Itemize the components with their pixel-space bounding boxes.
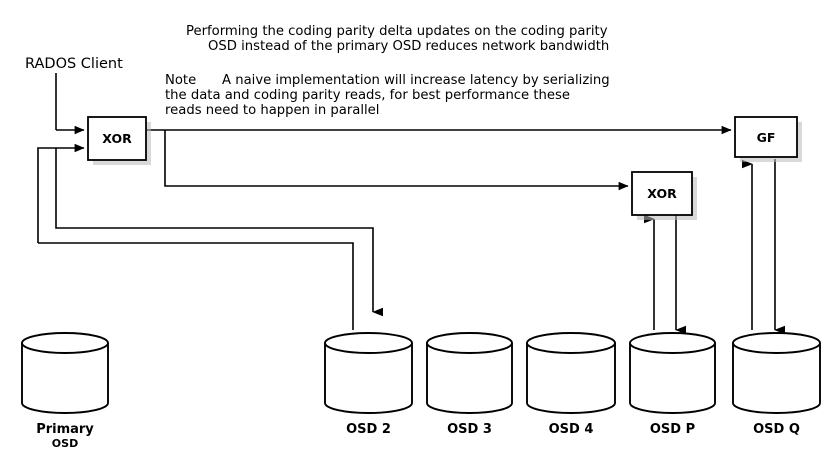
headline-line-1: Performing the coding parity delta updat… [186,24,608,39]
osdq-body [733,343,820,413]
primary-osd-body [22,343,108,413]
node-osd2[interactable]: OSD 2 [324,332,413,437]
osd3-top [426,332,513,354]
rados-client: RADOS Client [25,56,123,130]
osd2-body [325,343,412,413]
osd2-bottom [324,402,413,414]
osd4-top [526,332,616,354]
osd4-bottom [526,402,616,414]
note-line-2: the data and coding parity reads, for be… [165,88,570,103]
node-gf[interactable]: GF [734,116,802,162]
note-label: Note [165,73,196,88]
node-osdq[interactable]: OSD Q [732,332,821,437]
xor-left-label: XOR [102,131,132,146]
gf-label: GF [757,130,776,145]
osdp-label: OSD P [650,422,695,437]
node-xor-right[interactable]: XOR [631,171,697,220]
conn-xor-left-to-xor-right [164,130,629,191]
note-line-1: A naive implementation will increase lat… [222,73,610,88]
conn-client-to-osd2 [55,148,384,317]
note-annotation: Note A naive implementation will increas… [165,73,610,118]
conn-osd2-read-riser [38,242,354,330]
gf-box[interactable] [734,116,798,158]
node-xor-left[interactable]: XOR [87,116,151,165]
osd4-body [527,343,615,413]
osdp-bottom [629,402,716,414]
note-line-3: reads need to happen in parallel [165,103,379,118]
primary-osd-top [21,332,109,354]
headline-annotation: Performing the coding parity delta updat… [186,24,609,54]
osdq-bottom [732,402,821,414]
primary-osd-label: Primary [36,422,94,437]
headline-line-2: OSD instead of the primary OSD reduces n… [208,39,609,54]
xor-right-label: XOR [647,186,677,201]
osdp-body [630,343,715,413]
xor-left-box[interactable] [87,116,147,161]
node-osdp[interactable]: OSD P [629,332,716,437]
node-osd4[interactable]: OSD 4 [526,332,616,437]
osd2-label: OSD 2 [346,422,391,437]
osd3-body [427,343,512,413]
xor-right-box[interactable] [631,171,693,216]
node-primary-osd[interactable]: Primary OSD [21,332,109,450]
node-osd3[interactable]: OSD 3 [426,332,513,437]
primary-osd-sublabel: OSD [52,437,78,450]
osd3-bottom [426,402,513,414]
osd4-label: OSD 4 [549,422,594,437]
osd3-label: OSD 3 [447,422,492,437]
conn-osd2-to-xor-left [37,143,85,243]
osdp-top [629,332,716,354]
osdq-label: OSD Q [753,422,800,437]
primary-osd-bottom [21,402,109,414]
rados-client-label: RADOS Client [25,56,123,72]
osd2-top [324,332,413,354]
osdq-top [732,332,821,354]
